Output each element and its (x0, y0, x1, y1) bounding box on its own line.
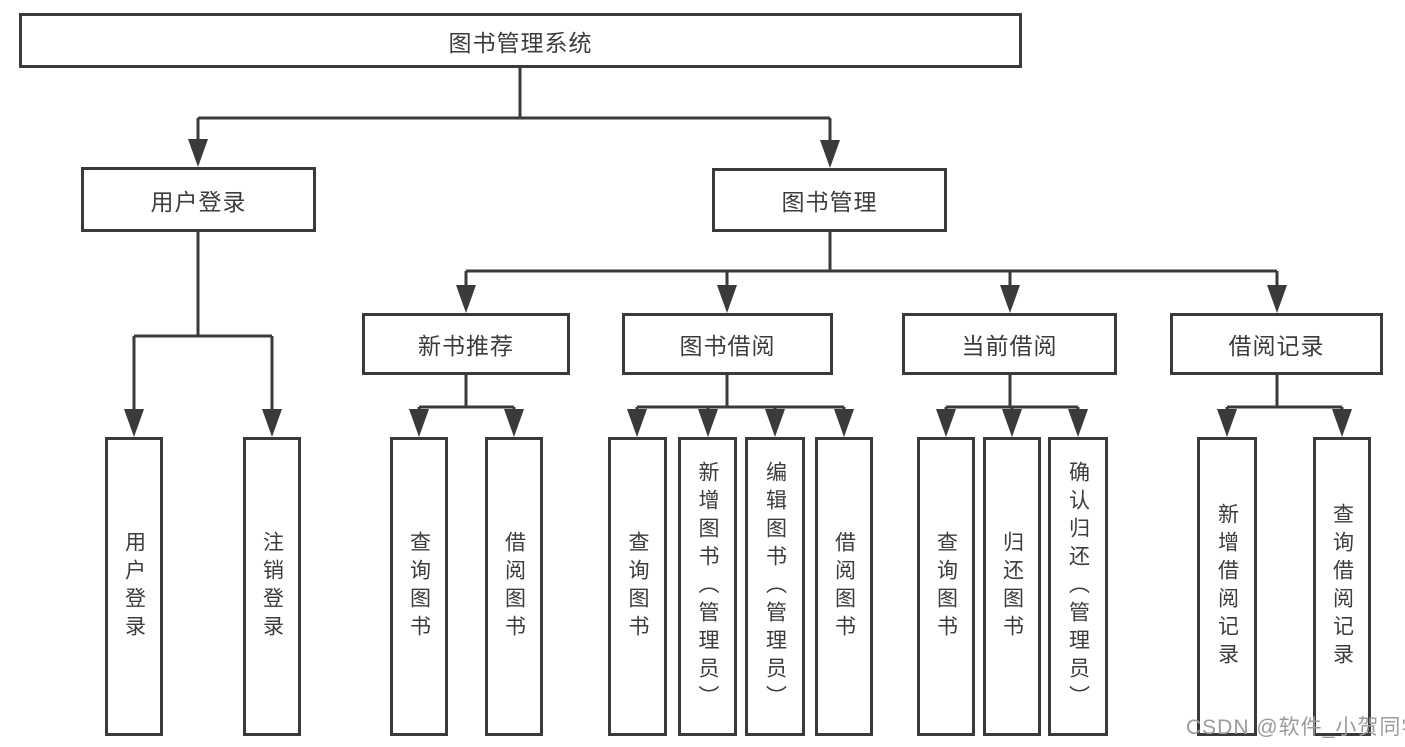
leaf-add-borrow-record: 新增借阅记录 (1197, 437, 1257, 736)
leaf-logout: 注销登录 (243, 437, 301, 736)
leaf-user-login: 用户登录 (105, 437, 163, 736)
leaf-query-books-borrowing: 查询图书 (608, 437, 667, 736)
leaf-query-borrow-record: 查询借阅记录 (1313, 437, 1371, 736)
csdn-watermark: CSDN @软件_小贺同学 (1186, 716, 1405, 739)
node-root: 图书管理系统 (19, 13, 1022, 68)
leaf-edit-books-admin: 编辑图书（管理员） (745, 437, 805, 736)
leaf-query-books-recommend: 查询图书 (390, 437, 448, 736)
leaf-return-books: 归还图书 (983, 437, 1041, 736)
node-book-borrowing: 图书借阅 (622, 313, 833, 375)
node-current-borrowing: 当前借阅 (902, 313, 1117, 375)
leaf-confirm-return-admin: 确认归还（管理员） (1048, 437, 1108, 736)
node-borrowing-records: 借阅记录 (1170, 313, 1383, 375)
leaf-query-books-current: 查询图书 (917, 437, 975, 736)
node-user-login: 用户登录 (81, 167, 316, 232)
arrowheads (124, 139, 1352, 437)
node-book-management: 图书管理 (712, 168, 947, 232)
leaf-borrow-books-recommend: 借阅图书 (485, 437, 543, 736)
leaf-borrow-books: 借阅图书 (815, 437, 873, 736)
node-new-book-recommend: 新书推荐 (362, 313, 570, 375)
leaf-add-books-admin: 新增图书（管理员） (678, 437, 737, 736)
